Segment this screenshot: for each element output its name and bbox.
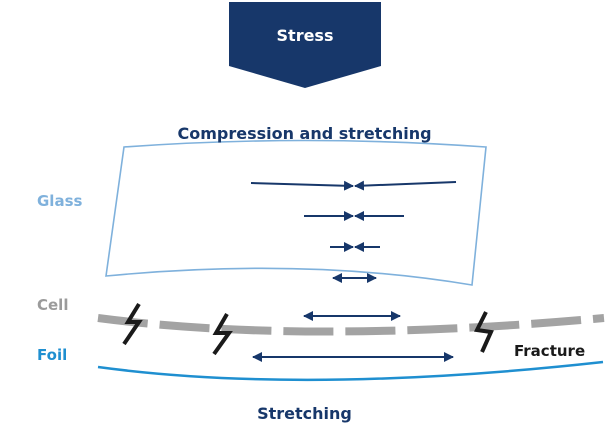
compression-arrow-1-right xyxy=(354,180,457,191)
compression-caption: Compression and stretching xyxy=(177,124,432,143)
compression-arrow-1-left xyxy=(250,180,354,191)
cell-label: Cell xyxy=(37,296,69,314)
fracture-icon-2 xyxy=(212,312,233,356)
fracture-icon-3 xyxy=(473,311,494,353)
fracture-label: Fracture xyxy=(514,342,586,360)
stress-arrow xyxy=(229,2,381,88)
compression-arrows xyxy=(250,180,457,283)
stress-label: Stress xyxy=(276,26,334,45)
foil-label: Foil xyxy=(37,346,68,364)
stretching-caption: Stretching xyxy=(257,404,352,423)
cell-layer xyxy=(97,314,605,336)
glass-panel xyxy=(105,139,487,286)
glass-label: Glass xyxy=(37,192,83,210)
foil-layer xyxy=(97,360,604,382)
fracture-icon-1 xyxy=(122,302,143,346)
